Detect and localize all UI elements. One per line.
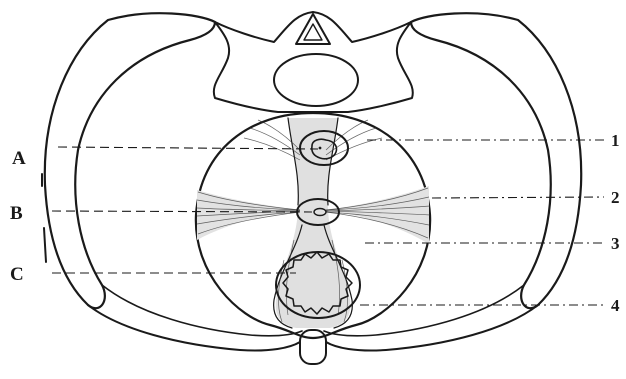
label-3: 3 xyxy=(611,234,620,253)
leader-line-a xyxy=(58,147,318,149)
label-a: A xyxy=(12,148,26,169)
leader-line-2 xyxy=(432,197,604,198)
label-c: C xyxy=(10,264,24,285)
label-4: 4 xyxy=(611,296,620,315)
left-labels: A B C xyxy=(10,148,26,285)
right-labels: 1 2 3 4 xyxy=(611,131,620,315)
label-1: 1 xyxy=(611,131,620,150)
label-b: B xyxy=(10,203,23,224)
label-2: 2 xyxy=(611,188,620,207)
